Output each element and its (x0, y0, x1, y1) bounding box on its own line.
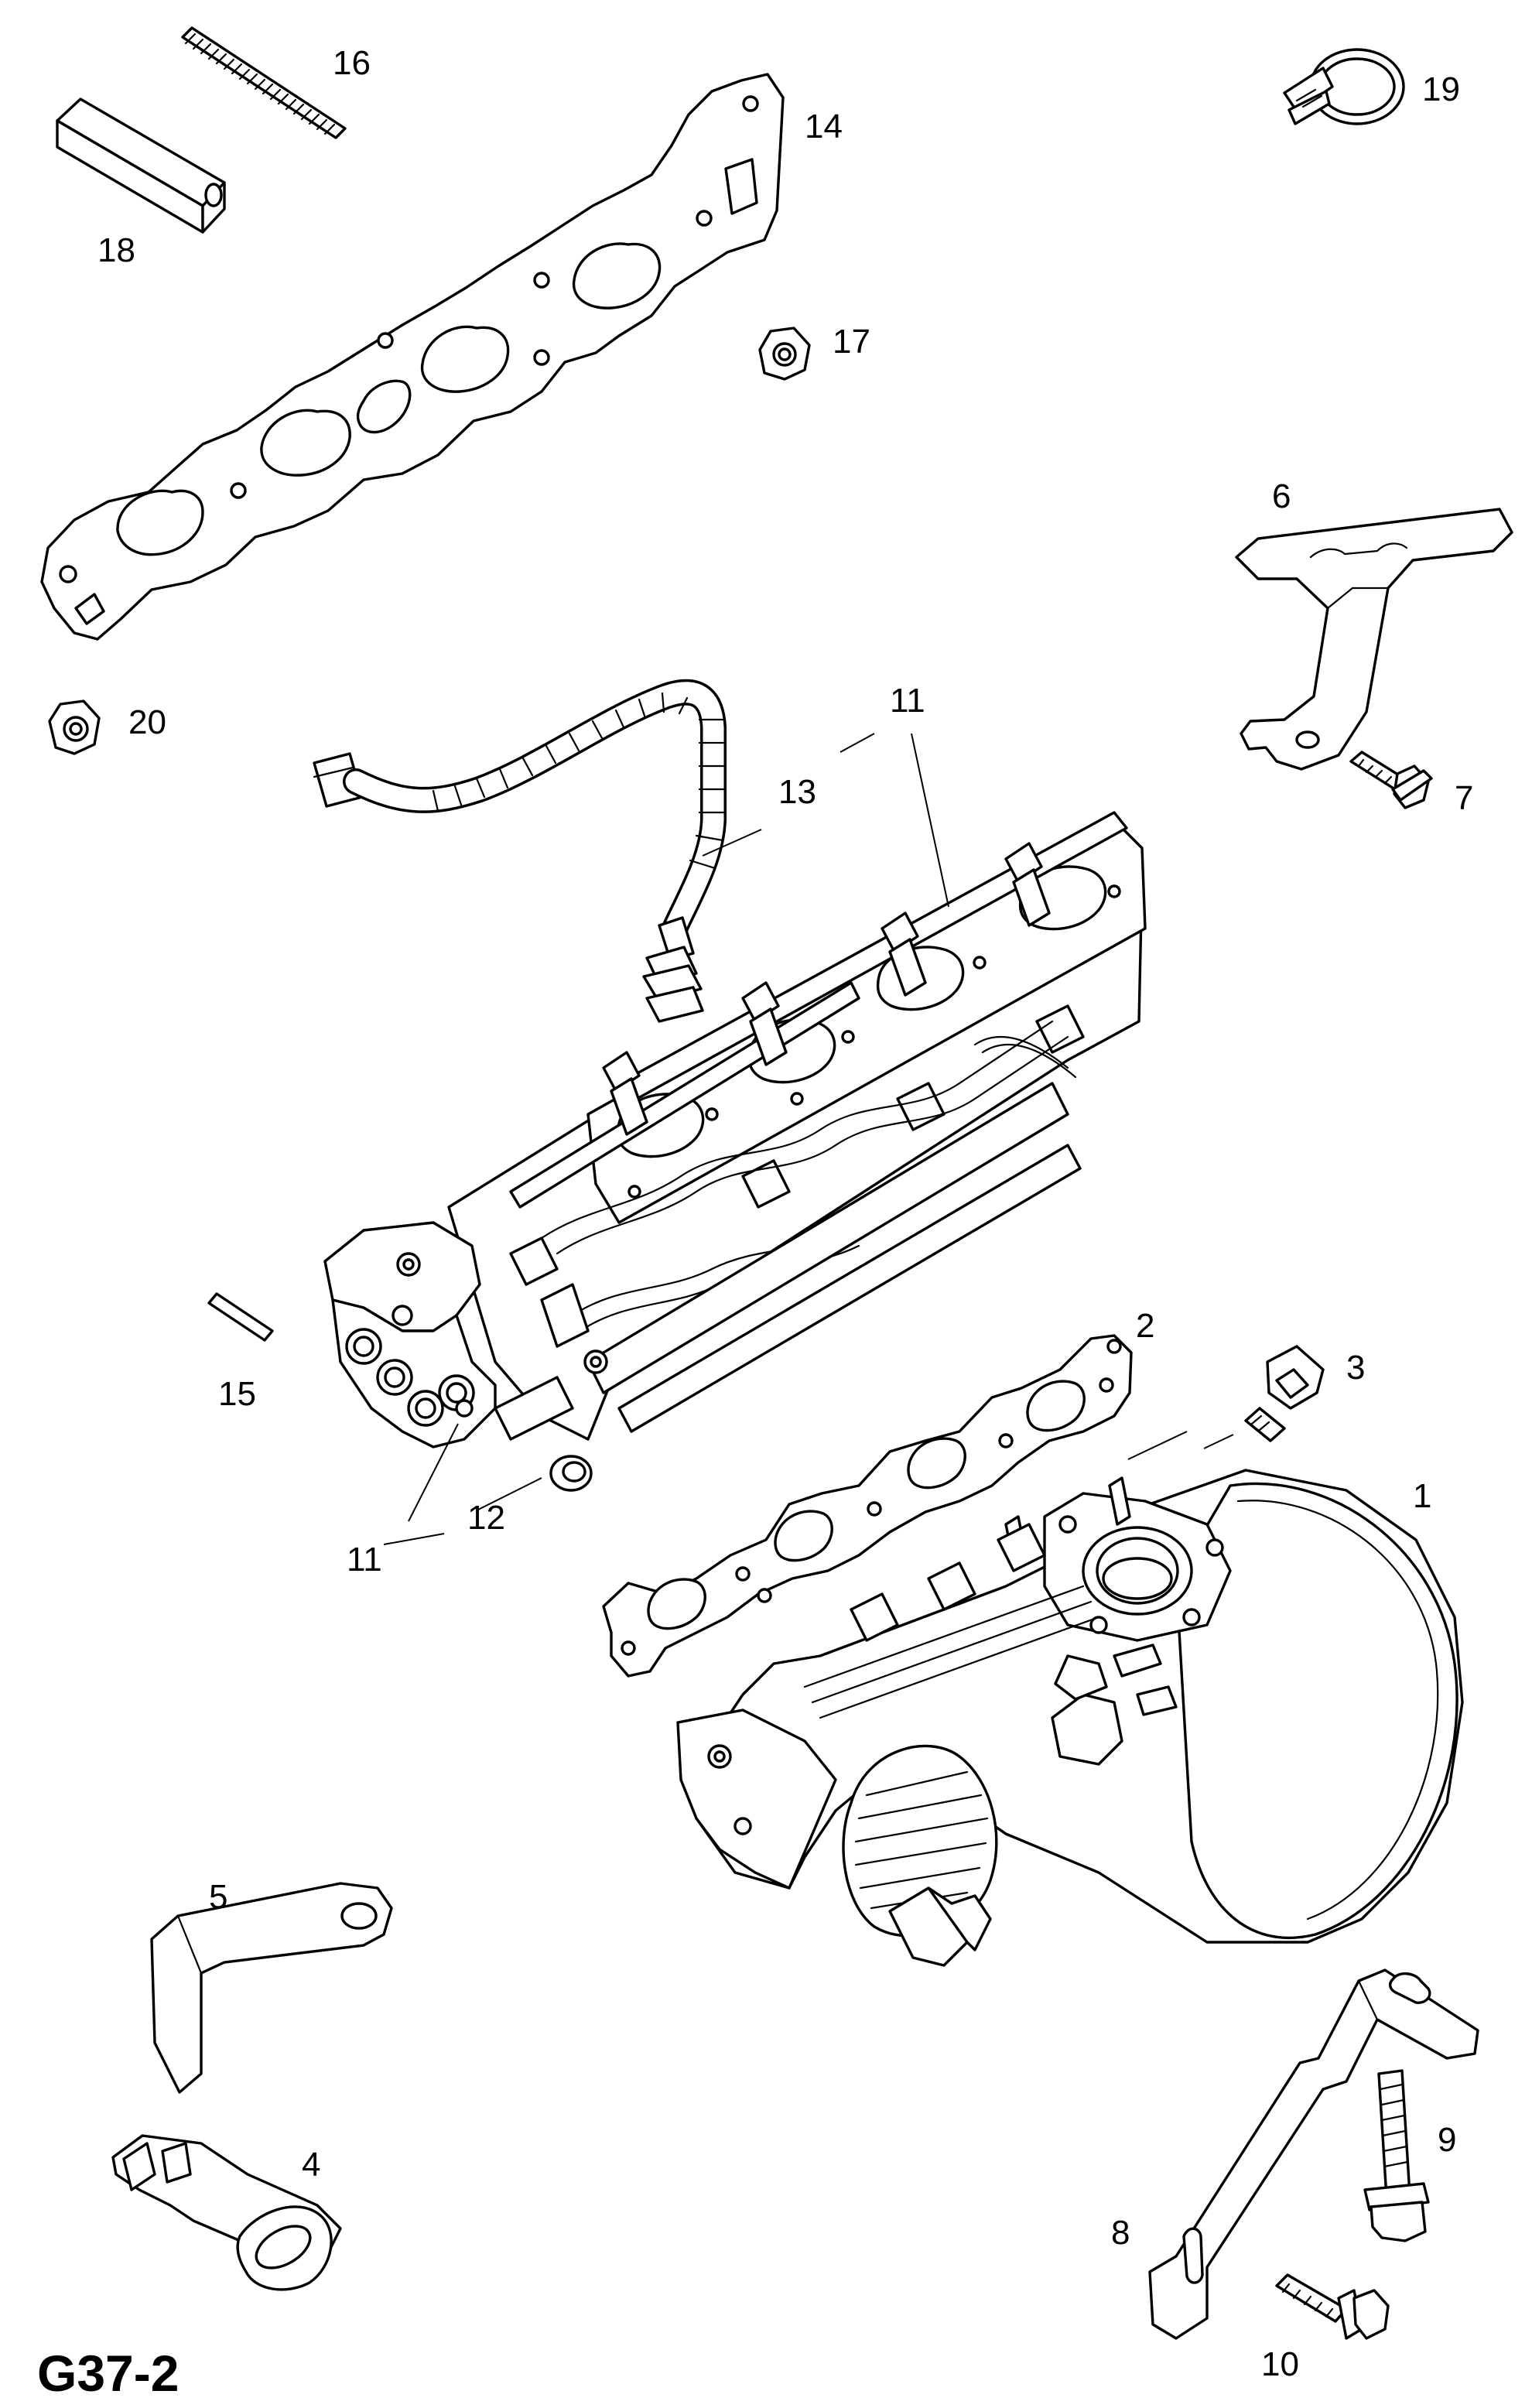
callout-19: 19 (1422, 70, 1460, 108)
part-8-support-bracket (1148, 1968, 1479, 2340)
part-9-flange-bolt (1363, 2069, 1430, 2242)
part-11-intake-assembly (323, 811, 1147, 1449)
part-13-fuel-line (313, 679, 727, 1023)
leader-lines (383, 733, 1234, 1545)
callout-18: 18 (97, 231, 135, 269)
callout-13: 13 (778, 773, 816, 811)
callout-14: 14 (805, 108, 843, 145)
part-1-intake-plenum (676, 1469, 1464, 1967)
callout-17: 17 (833, 323, 870, 361)
part-18-hex-spacer (56, 97, 226, 234)
callout-8: 8 (1111, 2214, 1130, 2252)
part-19-hose-clamp (1283, 48, 1405, 125)
callout-15: 15 (218, 1375, 256, 1413)
callout-11-top: 11 (890, 682, 925, 720)
part-2-intake-gasket (602, 1334, 1133, 1678)
callout-4: 4 (302, 2146, 320, 2184)
callout-2: 2 (1136, 1307, 1154, 1345)
part-12-seal-ring (549, 1455, 593, 1492)
diagram-code: G37-2 (37, 2345, 179, 2402)
callout-labels: 1 2 3 4 5 6 7 8 9 10 11 11 12 13 14 15 1… (97, 44, 1473, 2383)
part-6-bracket (1235, 508, 1513, 771)
part-14-manifold-gasket (40, 73, 785, 641)
callout-11-bottom: 11 (347, 1541, 382, 1579)
callout-3: 3 (1346, 1349, 1365, 1387)
part-4-connector (111, 2134, 342, 2291)
part-5-bracket (150, 1882, 393, 2094)
part-10-flange-bolt (1275, 2273, 1390, 2340)
callout-12: 12 (467, 1499, 505, 1537)
part-17-hex-nut (758, 327, 811, 381)
callout-10: 10 (1261, 2345, 1299, 2383)
part-16-threaded-stud (181, 26, 347, 139)
callout-1: 1 (1413, 1477, 1431, 1515)
part-20-hex-nut (48, 699, 101, 755)
callout-7: 7 (1455, 779, 1473, 817)
part-7-flange-bolt (1349, 751, 1433, 809)
part-3-sensor (1244, 1345, 1325, 1442)
callout-16: 16 (333, 44, 371, 82)
part-15-dowel-pin (207, 1292, 274, 1342)
callout-5: 5 (209, 1878, 227, 1916)
callout-20: 20 (128, 703, 166, 741)
callout-9: 9 (1438, 2121, 1456, 2159)
callout-6: 6 (1272, 477, 1291, 515)
